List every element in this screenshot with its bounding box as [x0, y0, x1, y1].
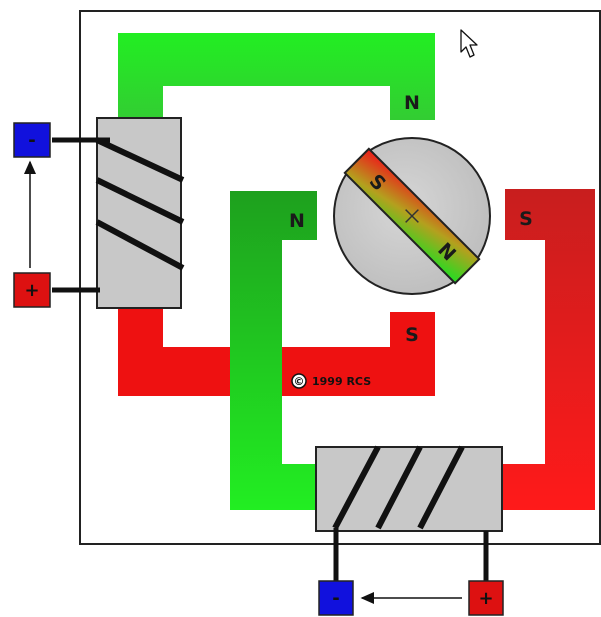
- coil-b-negative-terminal: [318, 580, 354, 616]
- coil-b-winding: [332, 445, 381, 530]
- copyright-text: 1999 RCS: [312, 375, 371, 388]
- coil-a-winding: [95, 137, 185, 183]
- coil-b-positive-label: +: [478, 588, 493, 609]
- coil-a-winding: [95, 177, 185, 225]
- coil-a-positive-terminal: [13, 272, 51, 308]
- coil-b-negative-label: -: [332, 588, 339, 609]
- copyright-icon: [291, 373, 307, 389]
- coil-b-positive-terminal: [468, 580, 504, 616]
- rotor-axis-mark: [405, 209, 419, 223]
- coil-a-winding: [95, 219, 185, 271]
- pole-label-inner-bottom: S: [405, 324, 419, 346]
- coil-a: [52, 117, 185, 309]
- pole-label-right: S: [519, 208, 533, 230]
- pole-label-top-right: N: [404, 92, 420, 114]
- coil-b-core: [315, 446, 503, 532]
- coil-b-winding: [417, 445, 465, 530]
- coil-a-positive-label: +: [24, 280, 39, 301]
- copyright-symbol: ©: [294, 375, 305, 388]
- coil-a-negative-terminal: [13, 122, 51, 158]
- stator-pole-inner-north: [230, 191, 320, 510]
- rotor: S N: [333, 137, 491, 295]
- stator-pole-top-north: [118, 33, 435, 122]
- stator-pole-right-south: [500, 189, 595, 510]
- coil-b-winding: [375, 445, 423, 530]
- coil-a-negative-label: -: [28, 130, 35, 151]
- mouse-pointer-icon: [460, 29, 478, 58]
- coil-b: [315, 445, 503, 582]
- pole-label-inner-top: N: [289, 210, 305, 232]
